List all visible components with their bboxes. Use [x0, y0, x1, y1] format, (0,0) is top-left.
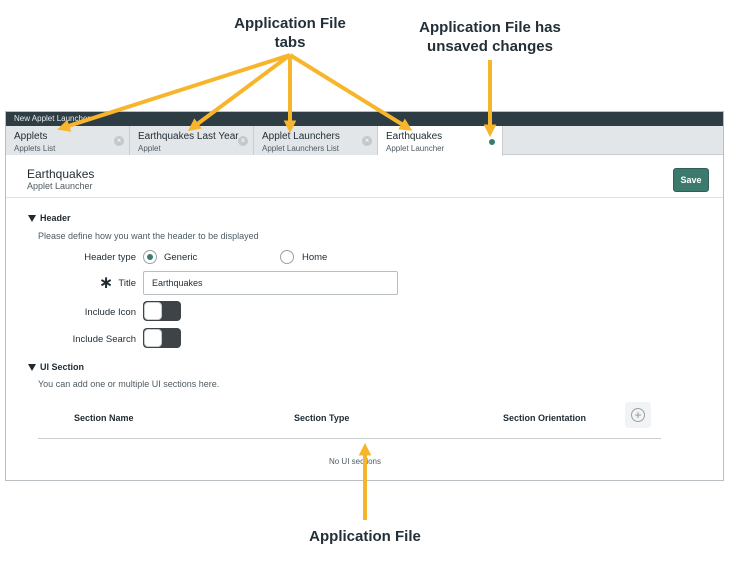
- caret-down-icon: [28, 364, 36, 371]
- ui-section-help-text: You can add one or multiple UI sections …: [38, 379, 220, 389]
- radio-generic-label[interactable]: Generic: [164, 252, 198, 263]
- page-title: Earthquakes: [27, 167, 95, 181]
- unsaved-changes-dot-icon: [489, 139, 495, 145]
- column-header-section-orientation: Section Orientation: [503, 413, 587, 423]
- tab-title: Earthquakes: [386, 131, 443, 142]
- radio-generic[interactable]: [143, 250, 157, 264]
- save-button[interactable]: Save: [673, 168, 709, 192]
- tab-close-icon[interactable]: ×: [362, 136, 372, 146]
- include-search-label: Include Search: [72, 334, 136, 345]
- required-asterisk-icon: ∗: [99, 273, 114, 292]
- radio-home-label[interactable]: Home: [302, 252, 328, 263]
- column-header-section-type: Section Type: [294, 413, 350, 423]
- caret-down-icon: [28, 215, 36, 222]
- header-section-toggle[interactable]: Header: [28, 213, 71, 223]
- callout-tabs-line1: Application File: [234, 15, 346, 32]
- header-section-heading: Header: [40, 213, 71, 223]
- add-ui-section-button[interactable]: +: [625, 402, 651, 428]
- plus-circle-icon: +: [631, 408, 645, 422]
- tab-subtitle: Applet Launchers List: [262, 144, 339, 153]
- radio-home[interactable]: [280, 250, 294, 264]
- tab-title: Earthquakes Last Year: [138, 131, 239, 142]
- toggle-knob: [144, 329, 162, 347]
- callout-tabs: Application File tabs: [222, 14, 358, 52]
- tab-close-icon[interactable]: ×: [238, 136, 248, 146]
- callout-unsaved-line2: unsaved changes: [427, 38, 553, 55]
- callout-file: Application File: [309, 528, 421, 545]
- tab-subtitle: Applet: [138, 144, 161, 153]
- tab-title: Applets: [14, 131, 48, 142]
- tab-applet-launchers[interactable]: Applet Launchers Applet Launchers List ×: [254, 126, 378, 155]
- toggle-knob: [144, 302, 162, 320]
- callout-unsaved-line1: Application File has: [419, 19, 561, 36]
- callout-tabs-line2: tabs: [274, 34, 306, 51]
- column-header-section-name: Section Name: [74, 413, 134, 423]
- table-divider: [38, 438, 661, 439]
- ui-section-toggle[interactable]: UI Section: [28, 362, 84, 372]
- title-input[interactable]: Earthquakes: [143, 271, 398, 295]
- application-window: New Applet Launcher Applets Applets List…: [5, 111, 724, 481]
- empty-state-message: No UI sections: [328, 457, 382, 466]
- page-subtitle: Applet Launcher: [27, 181, 93, 191]
- tab-applets[interactable]: Applets Applets List ×: [6, 126, 130, 155]
- include-icon-toggle[interactable]: [143, 301, 181, 321]
- tab-earthquakes[interactable]: Earthquakes Applet Launcher: [378, 126, 503, 156]
- ui-section-heading: UI Section: [40, 362, 85, 372]
- title-label: Title: [118, 278, 136, 289]
- page-header: Earthquakes Applet Launcher Save: [6, 156, 723, 198]
- tab-earthquakes-last-year[interactable]: Earthquakes Last Year Applet ×: [130, 126, 254, 155]
- header-type-label: Header type: [84, 252, 136, 263]
- tab-close-icon[interactable]: ×: [114, 136, 124, 146]
- tab-subtitle: Applet Launcher: [386, 144, 445, 153]
- tab-subtitle: Applets List: [14, 144, 56, 153]
- tab-strip: Applets Applets List × Earthquakes Last …: [6, 126, 723, 156]
- include-icon-label: Include Icon: [84, 307, 136, 318]
- header-help-text: Please define how you want the header to…: [38, 231, 259, 241]
- callout-unsaved: Application File has unsaved changes: [408, 18, 572, 56]
- window-title-bar: New Applet Launcher: [6, 112, 723, 126]
- tab-title: Applet Launchers: [262, 131, 340, 142]
- include-search-toggle[interactable]: [143, 328, 181, 348]
